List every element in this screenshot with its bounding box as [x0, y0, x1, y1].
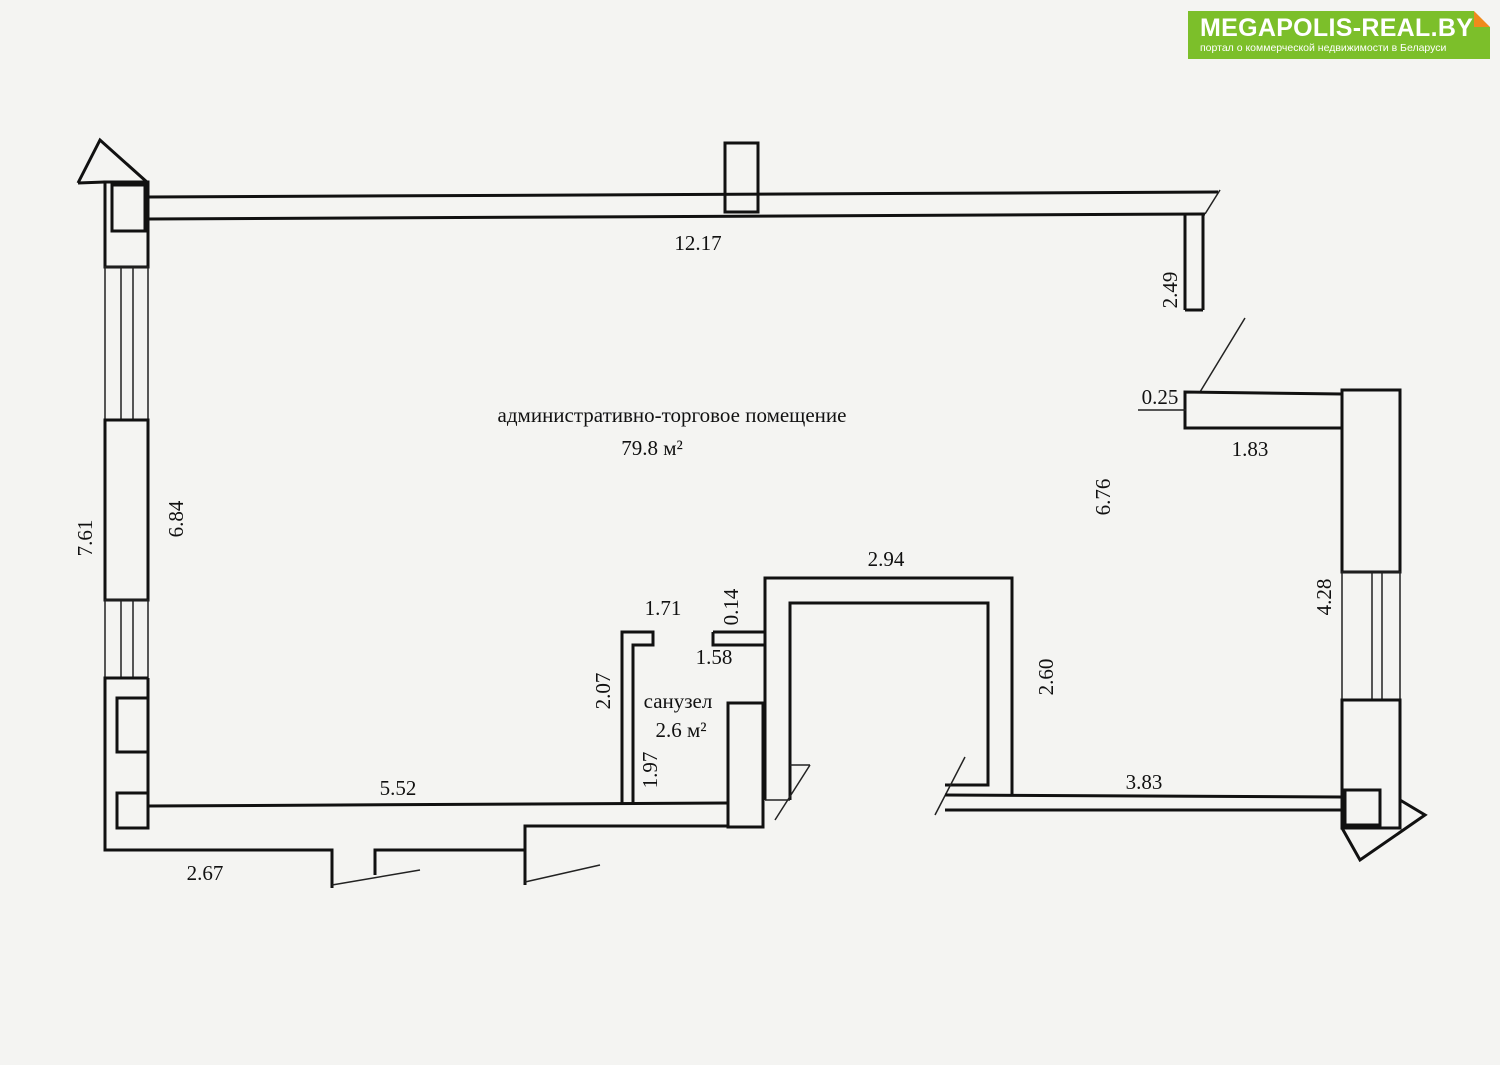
- room-area-bathroom: 2.6 м²: [655, 718, 706, 742]
- dim-right-wall: 4.28: [1312, 579, 1336, 616]
- room-name-bathroom: санузел: [644, 689, 713, 713]
- room-area-main: 79.8 м²: [621, 436, 683, 460]
- dim-left-outer: 7.61: [73, 520, 97, 557]
- dim-inner-block-top: 2.94: [868, 547, 905, 571]
- dim-bottom-right: 3.83: [1126, 770, 1163, 794]
- dim-right-top: 2.49: [1158, 272, 1182, 309]
- room-name-main: административно-торговое помещение: [498, 403, 847, 427]
- logo-name: MEGAPOLIS-REAL.BY: [1200, 14, 1474, 42]
- dim-inner-block-side: 2.60: [1034, 659, 1058, 696]
- dim-bottom-left-outer: 2.67: [187, 861, 224, 885]
- walls: [76, 137, 1428, 888]
- dim-bathroom-left-inner: 1.97: [638, 752, 662, 789]
- site-logo[interactable]: MEGAPOLIS-REAL.BY портал о коммерческой …: [1188, 11, 1490, 59]
- dim-bathroom-left-outer: 2.07: [591, 673, 615, 710]
- top-column: [723, 141, 760, 214]
- dim-bathroom-top-right: 1.58: [696, 645, 733, 669]
- dim-top-wall: 12.17: [674, 231, 721, 255]
- dim-right-offset: 1.83: [1232, 437, 1269, 461]
- dim-left-inner: 6.84: [164, 500, 188, 537]
- dim-right-middle: 6.76: [1091, 479, 1115, 516]
- dim-bathroom-wall-thickness: 0.14: [719, 588, 743, 625]
- dim-bathroom-top-left: 1.71: [645, 596, 682, 620]
- logo-corner-fold-icon: [1474, 11, 1490, 27]
- dim-right-small: 0.25: [1142, 385, 1179, 409]
- dimension-labels: 12.17 2.49 0.25 1.83 6.76 4.28 7.61 6.84…: [73, 231, 1336, 885]
- dim-bottom-left-inner: 5.52: [380, 776, 417, 800]
- room-labels: административно-торговое помещение 79.8 …: [498, 403, 847, 742]
- logo-tagline: портал о коммерческой недвижимости в Бел…: [1200, 42, 1447, 54]
